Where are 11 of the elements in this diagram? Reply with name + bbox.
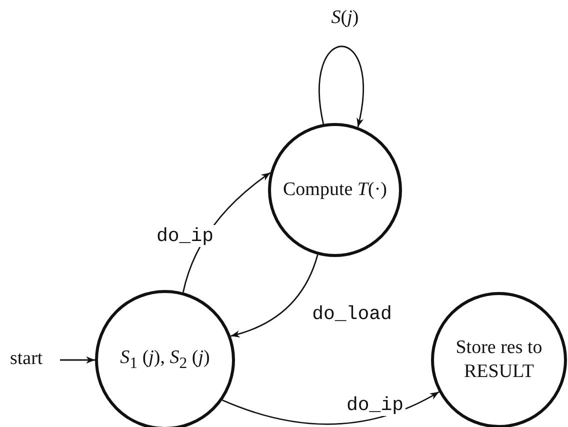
start-label: start: [10, 348, 43, 370]
edge-label: do_ip: [154, 225, 216, 247]
arrow: [318, 46, 364, 128]
arrow: [230, 254, 318, 338]
arrow: [222, 391, 440, 425]
state-label: Compute T(·): [283, 179, 387, 200]
arrow: [60, 356, 95, 364]
edge-label: do_ip: [344, 394, 406, 416]
edge-label: S(j): [329, 7, 361, 29]
state-label: S$_{1}$ (j), S$_{2}$ (j): [120, 347, 210, 368]
state-label: Store res to RESULT: [456, 337, 542, 382]
